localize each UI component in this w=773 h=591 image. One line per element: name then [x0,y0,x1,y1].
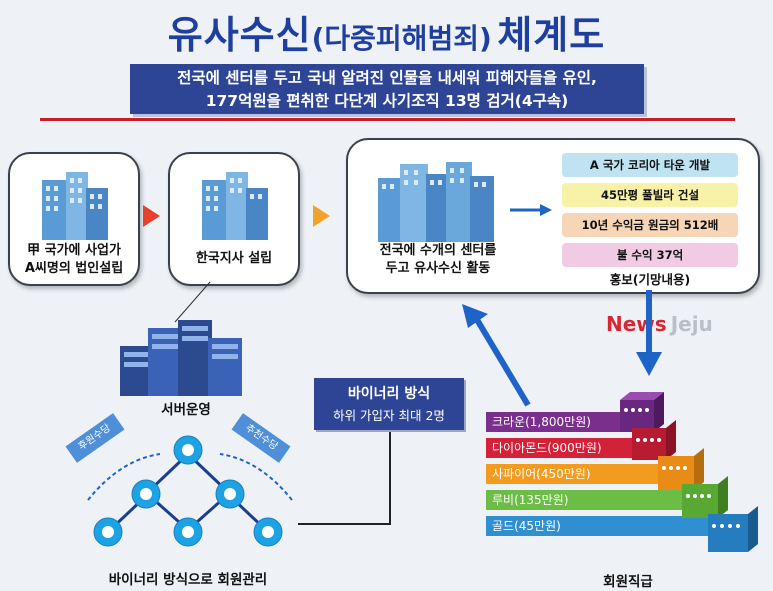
binary-tree [87,435,293,547]
rank-caption: 회원직급 [603,574,653,590]
server-label: 서버운영 [161,402,211,418]
card-corporation-line-1: 甲 국가에 사업가 [27,243,121,258]
watermark-news: News [606,312,667,336]
card-centers: 전국에 수개의 센터를 두고 유사수신 활동 A 국가 코리아 타운 개발 45… [346,138,760,294]
subtitle-line-1: 전국에 센터를 두고 국내 알려진 인물을 내세워 피해자들을 유인, [177,69,597,87]
building-icon [202,172,268,240]
promo-caption: 홍보(기망내용) [609,272,691,287]
watermark-jeju: Jeju [670,312,713,336]
rank-list: 크라운(1,800만원) 다이아몬드(900만원) 사파이어(450만원) 루비… [486,412,748,536]
rank-sapphire: 사파이어(450만원) [486,464,684,484]
card-corporation-line-2: A씨명의 법인설립 [24,261,124,276]
building-icon [42,172,108,240]
card-centers-line-1: 전국에 수개의 센터를 [379,243,497,258]
flow-arrow-2 [313,205,330,227]
promo-item-4: 불 수익 37억 [562,243,738,267]
binary-caption: 바이너리 방식으로 회원관리 [108,572,268,588]
card-branch-line-1: 한국지사 설립 [195,251,273,266]
title-main: 유사수신 [167,13,312,57]
promo-item-1: A 국가 코리아 타운 개발 [562,153,738,177]
server-icon [120,320,242,396]
card-corporation: 甲 국가에 사업가 A씨명의 법인설립 [8,152,140,286]
card-branch: 한국지사 설립 [168,152,300,286]
promo-item-2: 45만평 풀빌라 건설 [562,183,738,207]
title-tail: 체계도 [497,13,606,57]
divider-line [40,118,735,121]
subtitle-line-2: 177억원을 편취한 다단계 사기조직 13명 검거(4구속) [205,92,569,110]
arrow-right-icon [510,204,552,216]
card-centers-line-2: 두고 유사수신 활동 [385,261,491,276]
flow-arrow-1 [143,205,160,227]
rank-gold: 골드(45만원) [486,516,748,536]
rank-blocks [620,392,758,552]
promo-item-3: 10년 수익금 원금의 512배 [562,213,738,237]
binary-box: 바이너리 방식 하위 가입자 최대 2명 [314,378,464,430]
binary-title: 바이너리 방식 [347,386,431,402]
subtitle-banner: 전국에 센터를 두고 국내 알려진 인물을 내세워 피해자들을 유인, 177억… [130,64,644,114]
buildings-icon [378,162,494,242]
rank-ruby: 루비(135만원) [486,490,716,510]
rank-diamond: 다이아몬드(900만원) [486,438,652,458]
title-paren: (다중피해범죄) [311,22,492,55]
binary-desc: 하위 가입자 최대 2명 [333,408,445,423]
rank-crown: 크라운(1,800만원) [486,412,620,432]
page-title: 유사수신(다중피해범죄) 체계도 [0,4,773,59]
